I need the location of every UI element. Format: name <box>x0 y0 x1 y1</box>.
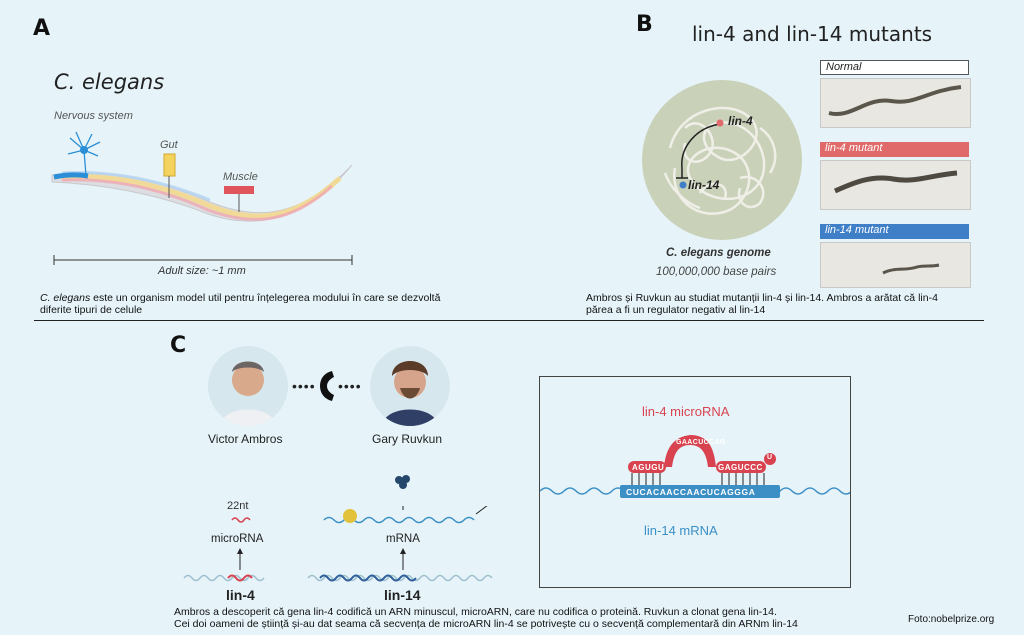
panel-a-letter: A <box>33 16 51 41</box>
panel-c-caption-line2: Cei doi oameni de știință și-au dat seam… <box>174 618 798 630</box>
normal-worm-photo <box>820 78 971 128</box>
neuron-icon <box>67 131 101 177</box>
microrna-label: microRNA <box>211 533 264 545</box>
muscle-label: Muscle <box>223 171 258 183</box>
panel-b-caption-line1: Ambros și Ruvkun au studiat mutanții lin… <box>586 292 938 304</box>
panel-c-caption-line1: Ambros a descoperit că gena lin-4 codifi… <box>174 606 777 618</box>
worm-illustration <box>51 131 353 265</box>
dots-left: •••• <box>292 378 316 394</box>
label-22nt: 22nt <box>227 500 249 512</box>
gene-lin4: lin-4 <box>226 587 255 603</box>
person1-name: Victor Ambros <box>208 432 283 446</box>
gene-lin4-label: lin-4 <box>728 114 753 128</box>
ambros-photo <box>208 346 288 426</box>
seq-left: AGUGU <box>632 463 665 472</box>
gut-label: Gut <box>160 139 178 151</box>
muscle-icon <box>224 186 254 212</box>
phone-icon <box>318 369 338 408</box>
protein-icon <box>393 474 413 495</box>
caption-species: C. elegans <box>40 292 91 304</box>
person2-name: Gary Ruvkun <box>372 432 443 446</box>
genome-circle <box>642 80 802 240</box>
panel-a-title: C. elegans <box>54 70 165 94</box>
gene-lin14: lin-14 <box>384 587 421 603</box>
seq-target: CUCACAACCAACUCAGGGA <box>626 487 756 497</box>
ruvkun-photo <box>370 346 450 426</box>
genome-title: C. elegans genome <box>666 247 771 259</box>
mrna-label: mRNA <box>386 533 420 545</box>
genome-size: 100,000,000 base pairs <box>656 266 777 278</box>
gene-lin14-label: lin-14 <box>688 178 720 192</box>
nervous-system-label: Nervous system <box>54 110 133 122</box>
panel-b-caption-line2: părea a fi un regulator negativ al lin-1… <box>586 304 766 316</box>
caption-text: este un organism model util pentru înțel… <box>90 292 441 304</box>
panel-b-caption: Ambros și Ruvkun au studiat mutanții lin… <box>586 292 996 316</box>
seq-end: U <box>767 454 773 461</box>
gene-diagram <box>183 506 493 582</box>
inset-title: lin-4 microRNA <box>642 404 730 419</box>
seq-loop: GAACUCCAG <box>676 439 726 446</box>
panel-a-caption: C. elegans este un organism model util p… <box>40 292 510 316</box>
divider <box>34 320 984 321</box>
tag-lin4: lin-4 mutant <box>820 142 969 157</box>
adult-size-label: Adult size: ~1 mm <box>158 265 246 277</box>
lin14-worm-photo <box>820 242 971 288</box>
tag-lin14: lin-14 mutant <box>820 224 969 239</box>
seq-right: GAGUCCC <box>718 463 763 472</box>
caption-line2: diferite tipuri de celule <box>40 304 143 316</box>
gut-cell-icon <box>163 153 176 198</box>
panel-b-letter: B <box>636 12 653 37</box>
panel-c-letter: C <box>170 333 187 358</box>
tag-normal: Normal <box>820 60 969 75</box>
lin4-worm-photo <box>820 160 971 210</box>
binding-inset: lin-4 microRNA AGUGU GAACUCCAG GAGUCCC U… <box>539 376 851 588</box>
dots-right: •••• <box>338 378 362 394</box>
inset-bottom-label: lin-14 mRNA <box>644 523 718 538</box>
panel-b-title: lin-4 and lin-14 mutants <box>692 22 933 46</box>
panel-c-caption: Ambros a descoperit că gena lin-4 codifi… <box>174 606 894 630</box>
photo-credit: Foto:nobelprize.org <box>908 614 995 625</box>
